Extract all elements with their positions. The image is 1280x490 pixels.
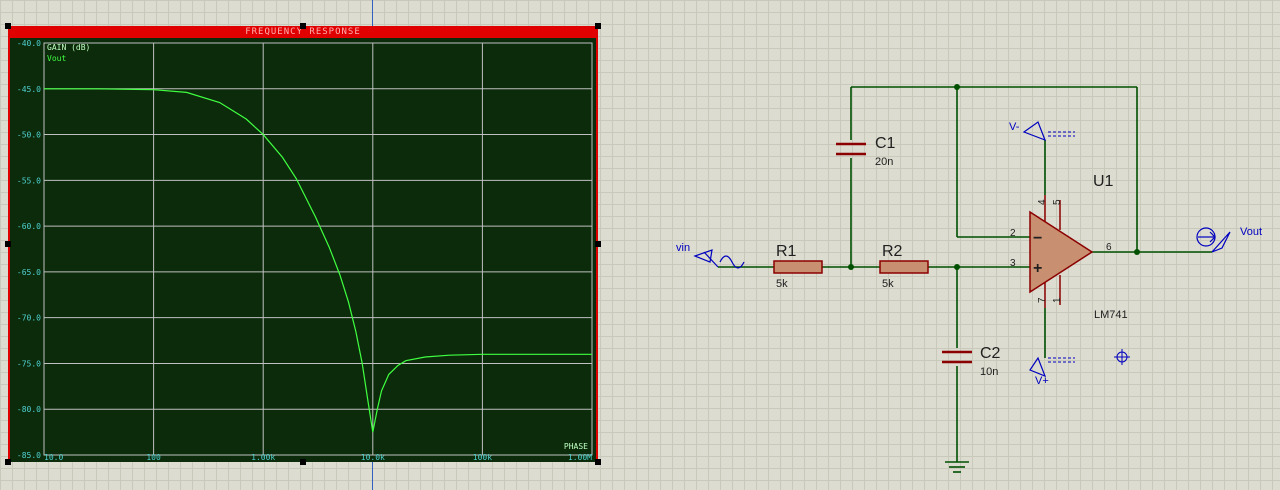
resize-handle-tr[interactable] xyxy=(595,23,601,29)
vneg-terminal[interactable]: V- xyxy=(1009,121,1075,142)
y-tick-label: -45.0 xyxy=(17,85,41,94)
schematic-canvas[interactable]: vin R1 5k R2 5k C1 20n C2 10n − + U1 LM7… xyxy=(600,0,1280,490)
y-tick-label: -75.0 xyxy=(17,359,41,368)
r1-value: 5k xyxy=(776,278,788,290)
vout-arrow-icon xyxy=(1211,231,1231,253)
opamp-u1[interactable]: − + U1 LM741 2 3 6 4 5 7 1 xyxy=(1010,173,1128,321)
opamp-triangle xyxy=(1029,210,1094,294)
y-tick-label: -40.0 xyxy=(17,39,41,48)
vout-probe[interactable]: Vout xyxy=(1196,226,1262,253)
pin-7-label: 7 xyxy=(1037,297,1048,303)
vin-label: vin xyxy=(676,242,690,254)
resize-handle-br[interactable] xyxy=(595,459,601,465)
frequency-response-graph[interactable]: FREQUENCY RESPONSE -40.0-45.0-50.0-55.0-… xyxy=(5,23,601,465)
resize-handle-bm[interactable] xyxy=(300,459,306,465)
r2-body xyxy=(879,260,929,274)
vpos-terminal[interactable]: V+ xyxy=(1029,356,1075,387)
y-tick-label: -85.0 xyxy=(17,451,41,460)
plot-svg: -40.0 -45.0 -50.0 -55.0 -60.0 -65.0 -70.0 -75.0… xyxy=(17,39,593,462)
r2-value: 5k xyxy=(882,278,894,290)
pin-2-label: 2 xyxy=(1010,228,1016,239)
plot-frame xyxy=(43,42,593,456)
resize-handle-tm[interactable] xyxy=(300,23,306,29)
pin-3-label: 3 xyxy=(1010,258,1016,269)
vneg-label: V- xyxy=(1009,121,1020,133)
phase-label: PHASE xyxy=(564,442,588,451)
graph-plot-area[interactable]: -40.0 -45.0 -50.0 -55.0 -60.0 -65.0 -70.0 -75.0… xyxy=(8,38,598,462)
resistor-r1[interactable]: R1 5k xyxy=(773,243,823,290)
y-tick-label: -80.0 xyxy=(17,405,41,414)
u1-name: U1 xyxy=(1093,173,1114,190)
vout-label: Vout xyxy=(1240,226,1262,238)
x-tick-label: 100k xyxy=(473,453,492,462)
resize-handle-bl[interactable] xyxy=(5,459,11,465)
y-tick-label: -60.0 xyxy=(17,222,41,231)
r1-name: R1 xyxy=(776,243,797,260)
opamp-minus: − xyxy=(1033,230,1042,247)
y-tick-label: -50.0 xyxy=(17,131,41,140)
capacitor-c2[interactable]: C2 10n xyxy=(942,345,1001,378)
resistor-r2[interactable]: R2 5k xyxy=(879,243,929,290)
x-tick-label: 100 xyxy=(146,453,161,462)
opamp-plus: + xyxy=(1033,260,1042,277)
capacitor-c1[interactable]: C1 20n xyxy=(836,135,896,168)
resize-handle-ml[interactable] xyxy=(5,241,11,247)
graph-title[interactable]: FREQUENCY RESPONSE xyxy=(8,26,598,38)
junction-dots xyxy=(848,84,1140,270)
pin-4-label: 4 xyxy=(1037,199,1048,205)
c2-value: 10n xyxy=(980,366,998,378)
c1-name: C1 xyxy=(875,135,896,152)
u1-part: LM741 xyxy=(1094,309,1128,321)
pin-6-label: 6 xyxy=(1106,242,1112,253)
series-line-vout xyxy=(44,88,592,433)
vin-arrow-icon xyxy=(693,249,713,263)
y-axis-label: GAIN (dB) xyxy=(47,43,90,52)
c2-name: C2 xyxy=(980,345,1001,362)
pin-5-label: 5 xyxy=(1052,199,1063,205)
y-tick-label: -70.0 xyxy=(17,314,41,323)
vneg-arrow-icon xyxy=(1022,121,1047,142)
origin-marker-icon xyxy=(1114,349,1130,365)
x-tick-label: 10.0k xyxy=(361,453,385,462)
resize-handle-mr[interactable] xyxy=(595,241,601,247)
pin-1-label: 1 xyxy=(1052,297,1063,303)
y-tick-label: -55.0 xyxy=(17,176,41,185)
r1-body xyxy=(773,260,823,274)
x-tick-label: 10.0 xyxy=(44,453,63,462)
wires xyxy=(718,86,1212,462)
x-tick-label: 1.00k xyxy=(251,453,275,462)
y-tick-label: -65.0 xyxy=(17,268,41,277)
vpos-label: V+ xyxy=(1035,375,1049,387)
vpos-arrow-icon xyxy=(1029,356,1047,378)
x-tick-label: 1.00M xyxy=(568,453,592,462)
sine-source-icon xyxy=(719,255,745,269)
trace-legend-label: Vout xyxy=(47,54,66,63)
resize-handle-tl[interactable] xyxy=(5,23,11,29)
r2-name: R2 xyxy=(882,243,903,260)
ground-symbol xyxy=(945,461,969,473)
vin-generator[interactable]: vin xyxy=(676,242,745,269)
c1-value: 20n xyxy=(875,156,893,168)
